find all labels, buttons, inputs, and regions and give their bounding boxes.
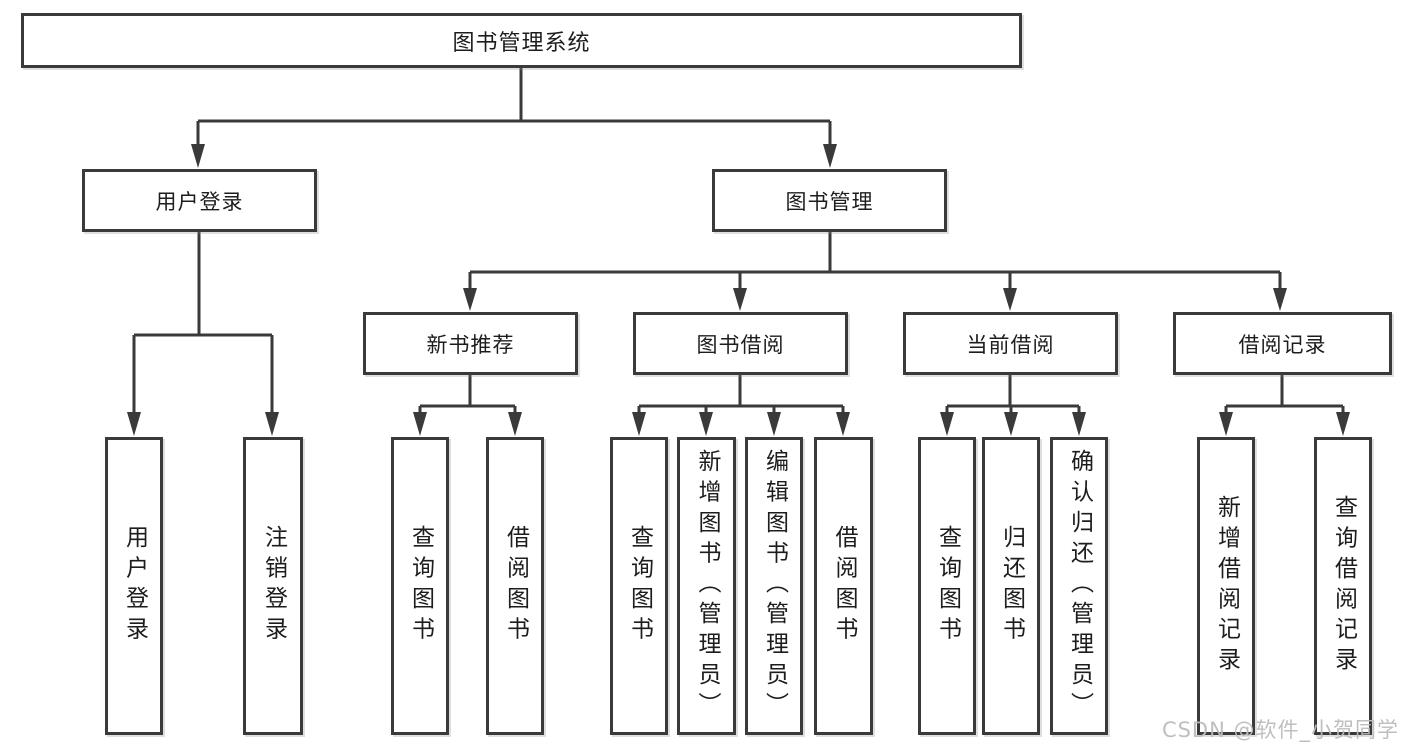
leaf-bb-query-books-label: 查询图书 [626, 525, 653, 647]
leaf-bb-query-books: 查询图书 [610, 437, 668, 735]
leaf-user-login-label: 用户登录 [121, 525, 148, 647]
connector-current-to-leaves [947, 375, 1079, 408]
node-book-borrowing: 图书借阅 [633, 312, 848, 375]
leaf-nbr-borrow-books-label: 借阅图书 [502, 525, 529, 647]
leaf-br-query-record: 查询借阅记录 [1314, 437, 1372, 735]
leaf-logout-login-label: 注销登录 [260, 525, 287, 647]
node-user-login-branch: 用户登录 [82, 169, 317, 232]
leaf-cb-confirm-return-admin: 确认归还（管理员） [1050, 437, 1108, 735]
leaf-cb-return-books: 归还图书 [982, 437, 1040, 735]
node-root-label: 图书管理系统 [452, 30, 591, 56]
leaf-br-add-record-label: 新增借阅记录 [1213, 494, 1240, 678]
leaf-logout-login: 注销登录 [243, 437, 303, 735]
leaf-cb-confirm-return-admin-label: 确认归还（管理员） [1066, 449, 1093, 723]
leaf-br-query-record-label: 查询借阅记录 [1330, 494, 1357, 678]
arrowheads [127, 144, 1350, 436]
connector-userlogin-to-leaves [134, 232, 272, 337]
node-new-book-recommend-label: 新书推荐 [426, 332, 515, 357]
leaf-cb-return-books-label: 归还图书 [998, 525, 1025, 647]
leaf-nbr-query-books: 查询图书 [391, 437, 449, 735]
leaf-br-add-record: 新增借阅记录 [1197, 437, 1255, 735]
node-user-login-branch-label: 用户登录 [155, 189, 244, 214]
leaf-cb-query-books-label: 查询图书 [934, 525, 961, 647]
watermark: CSDN @软件_小贺同学 [1161, 718, 1399, 742]
leaf-cb-query-books: 查询图书 [918, 437, 976, 735]
leaf-bb-add-books-admin-label: 新增图书（管理员） [694, 449, 720, 723]
leaf-bb-add-books-admin: 新增图书（管理员） [677, 437, 736, 735]
node-root: 图书管理系统 [21, 13, 1022, 68]
connector-newbook-to-leaves [420, 375, 515, 408]
node-borrow-records-label: 借阅记录 [1238, 332, 1327, 357]
connector-root-to-level2 [198, 68, 830, 123]
leaf-nbr-borrow-books: 借阅图书 [486, 437, 544, 735]
leaf-bb-borrow-books: 借阅图书 [814, 437, 873, 735]
node-current-borrowing-label: 当前借阅 [966, 332, 1055, 357]
connector-records-to-leaves [1226, 375, 1343, 408]
connector-borrowing-to-leaves [639, 375, 843, 408]
node-borrow-records: 借阅记录 [1173, 312, 1392, 375]
node-book-management-label: 图书管理 [785, 189, 874, 214]
leaf-bb-edit-books-admin-label: 编辑图书（管理员） [761, 449, 788, 723]
connector-bookmgmt-to-level3 [470, 232, 1280, 274]
node-book-borrowing-label: 图书借阅 [696, 332, 785, 357]
node-current-borrowing: 当前借阅 [903, 312, 1118, 375]
leaf-bb-borrow-books-label: 借阅图书 [831, 525, 857, 647]
node-book-management: 图书管理 [712, 169, 947, 232]
leaf-bb-edit-books-admin: 编辑图书（管理员） [745, 437, 803, 735]
node-new-book-recommend: 新书推荐 [363, 312, 578, 375]
leaf-nbr-query-books-label: 查询图书 [407, 525, 434, 647]
leaf-user-login: 用户登录 [105, 437, 163, 735]
